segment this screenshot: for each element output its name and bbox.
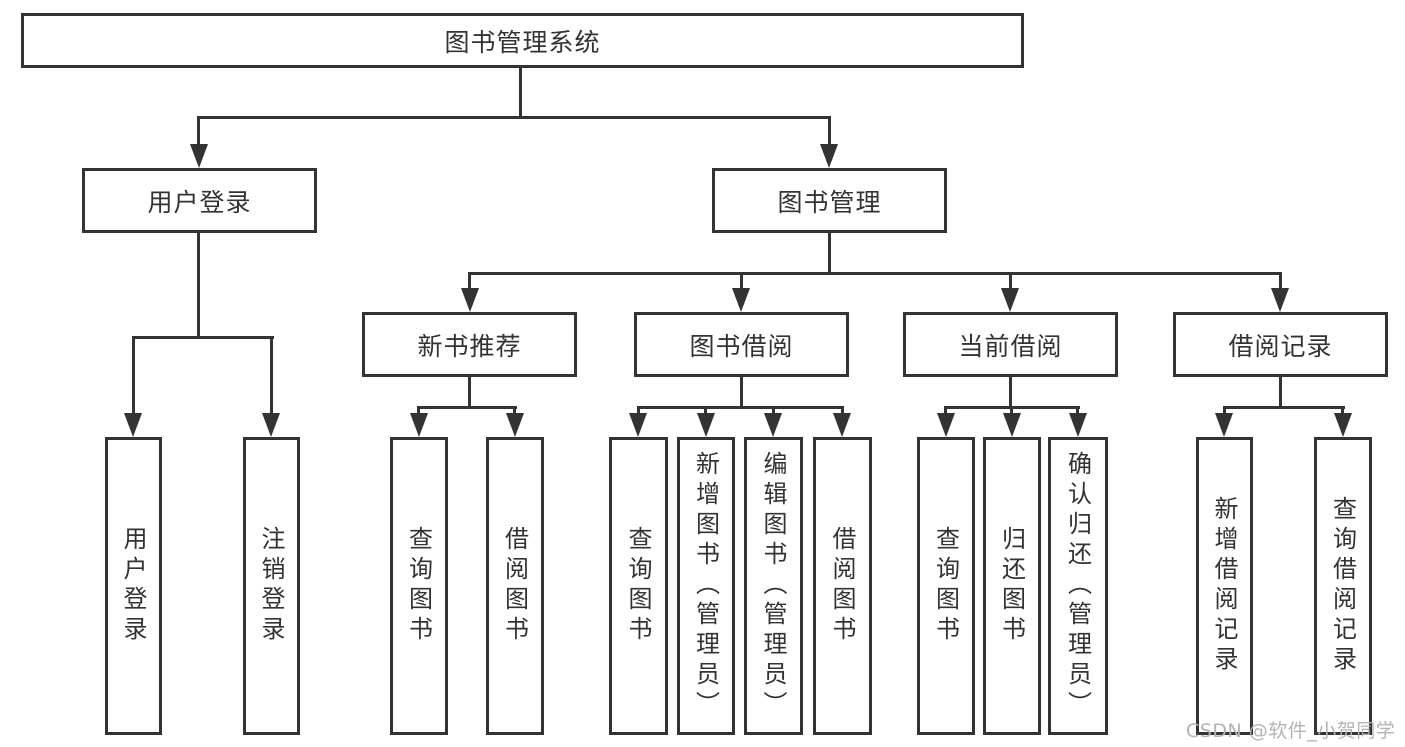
leaf-user-login: 用户登录 [105, 437, 162, 735]
leaf-query-book-3: 查询图书 [917, 437, 975, 735]
node-user-login: 用户登录 [82, 168, 317, 233]
connector-line [1279, 272, 1282, 292]
arrow-down-icon [1001, 288, 1019, 312]
node-book-borrow: 图书借阅 [634, 312, 849, 377]
node-book-management: 图书管理 [712, 168, 947, 233]
node-current-borrow: 当前借阅 [903, 312, 1118, 377]
arrow-down-icon [732, 288, 750, 312]
connector-line [637, 406, 844, 409]
connector-line [1009, 376, 1012, 409]
arrow-down-icon [629, 413, 647, 437]
connector-line [1009, 272, 1012, 292]
arrow-down-icon [1069, 413, 1087, 437]
leaf-borrow-book-1: 借阅图书 [486, 437, 544, 735]
arrow-down-icon [833, 413, 851, 437]
connector-line [197, 232, 200, 338]
leaf-query-book-2: 查询图书 [609, 437, 668, 735]
leaf-logout: 注销登录 [243, 437, 300, 735]
connector-line [1223, 406, 1345, 409]
node-borrow-record: 借阅记录 [1173, 312, 1388, 377]
arrow-down-icon [190, 144, 208, 168]
arrow-down-icon [1215, 413, 1233, 437]
arrow-down-icon [1003, 413, 1021, 437]
connector-line [468, 272, 1282, 275]
leaf-add-borrow-record: 新增借阅记录 [1196, 437, 1253, 735]
arrow-down-icon [461, 288, 479, 312]
connector-line [197, 116, 831, 119]
arrow-down-icon [764, 413, 782, 437]
connector-line [270, 336, 273, 416]
connector-line [519, 67, 522, 119]
csdn-watermark: CSDN @软件_小贺同学 [1186, 720, 1396, 742]
leaf-borrow-book-2: 借阅图书 [813, 437, 872, 735]
connector-line [740, 272, 743, 292]
connector-line [740, 376, 743, 409]
node-root: 图书管理系统 [21, 13, 1024, 68]
leaf-return-book: 归还图书 [983, 437, 1041, 735]
connector-line [468, 272, 471, 292]
connector-line [468, 376, 471, 409]
arrow-down-icon [937, 413, 955, 437]
connector-line [132, 336, 135, 416]
leaf-query-borrow-record: 查询借阅记录 [1314, 437, 1372, 735]
arrow-down-icon [697, 413, 715, 437]
connector-line [828, 116, 831, 152]
leaf-add-book-admin: 新增图书（管理员） [677, 437, 735, 735]
arrow-down-icon [1271, 288, 1289, 312]
leaf-edit-book-admin: 编辑图书（管理员） [744, 437, 803, 735]
arrow-down-icon [124, 413, 142, 437]
connector-line [132, 336, 274, 339]
arrow-down-icon [820, 144, 838, 168]
connector-line [197, 116, 200, 152]
leaf-query-book-1: 查询图书 [390, 437, 448, 735]
arrow-down-icon [262, 413, 280, 437]
arrow-down-icon [1334, 413, 1352, 437]
connector-line [1279, 376, 1282, 409]
connector-line [828, 232, 831, 275]
arrow-down-icon [410, 413, 428, 437]
node-new-book-recommend: 新书推荐 [362, 312, 577, 377]
leaf-confirm-return-admin: 确认归还（管理员） [1048, 437, 1108, 735]
arrow-down-icon [506, 413, 524, 437]
connector-line [417, 406, 517, 409]
